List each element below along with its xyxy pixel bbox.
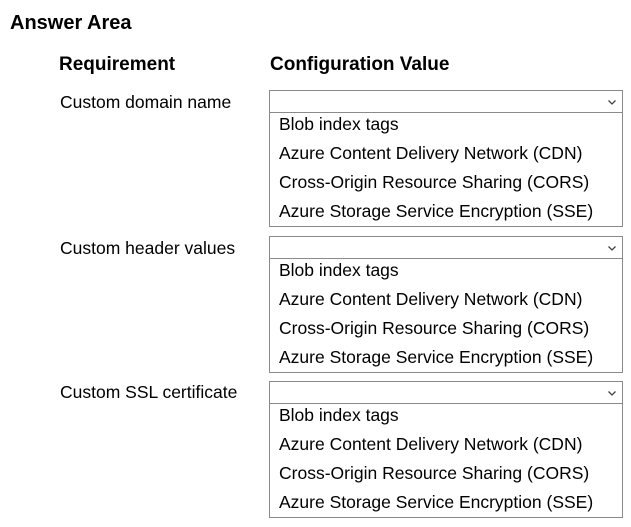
option-cors[interactable]: Cross-Origin Resource Sharing (CORS): [279, 172, 590, 192]
chevron-down-icon: [608, 391, 616, 396]
custom-header-values-options-list: Blob index tags Azure Content Delivery N…: [269, 259, 623, 373]
option-azure-cdn[interactable]: Azure Content Delivery Network (CDN): [279, 289, 583, 309]
chevron-down-icon: [608, 246, 616, 251]
option-sse[interactable]: Azure Storage Service Encryption (SSE): [279, 201, 594, 221]
option-blob-index-tags[interactable]: Blob index tags: [279, 114, 399, 134]
option-blob-index-tags[interactable]: Blob index tags: [279, 260, 399, 280]
option-sse[interactable]: Azure Storage Service Encryption (SSE): [279, 492, 594, 512]
option-cors[interactable]: Cross-Origin Resource Sharing (CORS): [279, 318, 590, 338]
option-cors[interactable]: Cross-Origin Resource Sharing (CORS): [279, 463, 590, 483]
option-sse[interactable]: Azure Storage Service Encryption (SSE): [279, 347, 594, 367]
custom-domain-name-dropdown[interactable]: [269, 90, 623, 113]
option-azure-cdn[interactable]: Azure Content Delivery Network (CDN): [279, 143, 583, 163]
requirement-label-custom-header-values: Custom header values: [60, 238, 236, 258]
requirement-column-header: Requirement: [59, 54, 176, 75]
option-blob-index-tags[interactable]: Blob index tags: [279, 405, 399, 425]
requirement-label-custom-domain-name: Custom domain name: [60, 92, 232, 112]
configuration-value-column-header: Configuration Value: [270, 54, 450, 75]
custom-header-values-dropdown[interactable]: [269, 236, 623, 259]
requirement-label-custom-ssl-certificate: Custom SSL certificate: [60, 382, 238, 402]
custom-ssl-certificate-options-list: Blob index tags Azure Content Delivery N…: [269, 404, 623, 518]
answer-area-title: Answer Area: [10, 12, 132, 34]
custom-ssl-certificate-dropdown[interactable]: [269, 381, 623, 404]
chevron-down-icon: [608, 100, 616, 105]
custom-domain-name-options-list: Blob index tags Azure Content Delivery N…: [269, 113, 623, 227]
option-azure-cdn[interactable]: Azure Content Delivery Network (CDN): [279, 434, 583, 454]
